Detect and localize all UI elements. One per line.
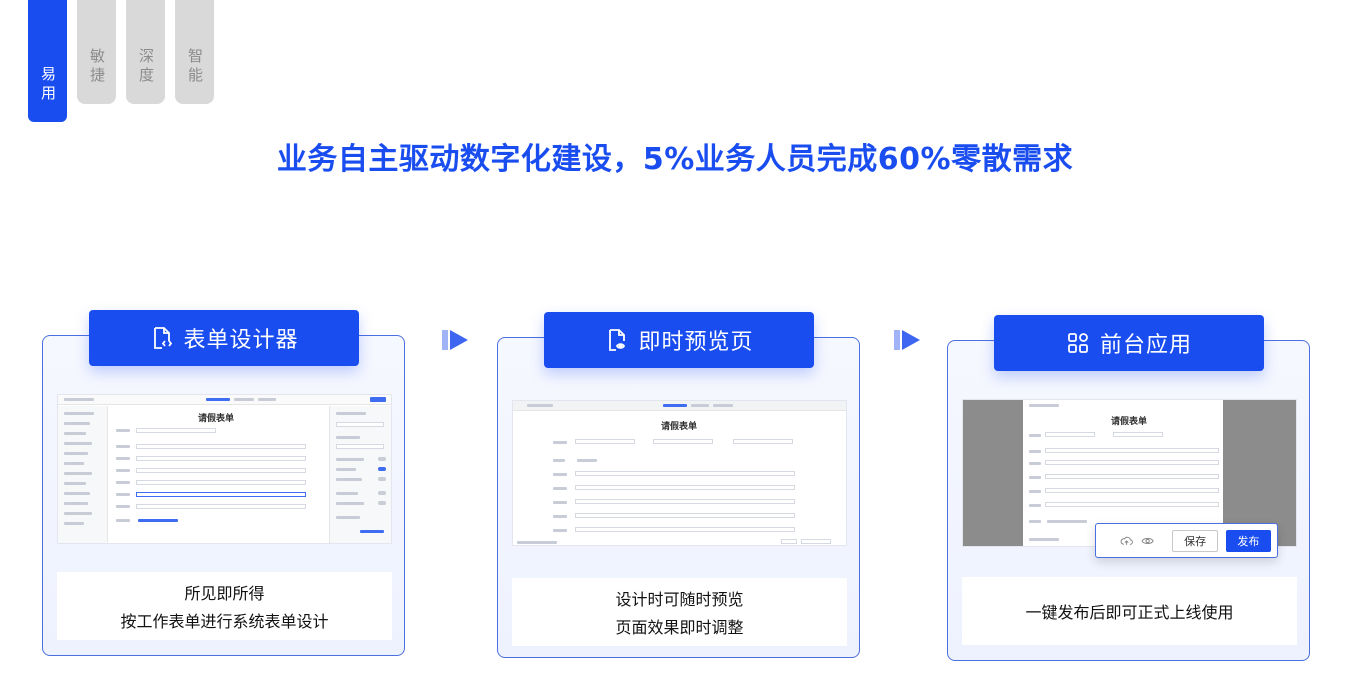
tab-label: 智能 bbox=[186, 48, 204, 86]
mini-topbar bbox=[513, 401, 846, 411]
form-preview-icon bbox=[609, 329, 626, 351]
mini-topbar bbox=[58, 395, 391, 405]
feature-tabs: 易用 敏捷 深度 智能 bbox=[28, 0, 214, 122]
form-designer-screenshot: 请假表单 bbox=[57, 394, 392, 544]
eye-icon[interactable] bbox=[1141, 534, 1154, 548]
desc-line: 设计时可随时预览 bbox=[615, 590, 744, 609]
form-code-icon bbox=[154, 327, 173, 349]
tab-agile[interactable]: 敏捷 bbox=[77, 0, 116, 104]
card-instant-preview: 即时预览页 请假表单 设计时可随时预览 页面效果即时调整 bbox=[497, 312, 860, 658]
grid-apps-icon bbox=[1068, 333, 1088, 353]
card-description: 所见即所得 按工作表单进行系统表单设计 bbox=[57, 572, 392, 640]
cloud-upload-icon[interactable] bbox=[1120, 534, 1133, 548]
card-description: 设计时可随时预览 页面效果即时调整 bbox=[512, 578, 847, 646]
card-header: 即时预览页 bbox=[544, 312, 814, 368]
tab-label: 易用 bbox=[39, 66, 57, 104]
mini-form-modal: 请假表单 bbox=[1023, 400, 1223, 546]
desc-line: 页面效果即时调整 bbox=[615, 618, 744, 637]
card-title: 即时预览页 bbox=[638, 330, 754, 355]
card-header: 表单设计器 bbox=[89, 310, 359, 366]
card-header: 前台应用 bbox=[994, 315, 1264, 371]
mini-form-title: 请假表单 bbox=[1111, 417, 1148, 427]
instant-preview-screenshot: 请假表单 bbox=[512, 400, 847, 546]
publish-button[interactable]: 发布 bbox=[1225, 529, 1272, 552]
desc-line: 所见即所得 bbox=[184, 584, 265, 603]
card-frontend-app: 前台应用 请假表单 一键发布后即可正式上线使用 bbox=[947, 315, 1310, 661]
mini-form-title: 请假表单 bbox=[661, 422, 698, 432]
tab-smart[interactable]: 智能 bbox=[175, 0, 214, 104]
page-headline: 业务自主驱动数字化建设，5%业务人员完成60%零散需求 bbox=[276, 142, 1074, 177]
arrow-right-icon bbox=[442, 330, 468, 350]
tab-label: 敏捷 bbox=[88, 48, 106, 86]
mini-property-panel bbox=[329, 406, 391, 543]
tab-depth[interactable]: 深度 bbox=[126, 0, 165, 104]
mini-form-title: 请假表单 bbox=[198, 414, 235, 424]
save-button[interactable]: 保存 bbox=[1172, 529, 1218, 552]
mini-component-list bbox=[58, 406, 108, 543]
arrow-right-icon bbox=[894, 330, 920, 350]
desc-line: 一键发布后即可正式上线使用 bbox=[1025, 603, 1234, 622]
card-title: 前台应用 bbox=[1099, 333, 1192, 358]
tab-easy[interactable]: 易用 bbox=[28, 0, 67, 122]
tab-label: 深度 bbox=[137, 48, 155, 86]
frontend-app-screenshot: 请假表单 bbox=[962, 399, 1297, 547]
publish-toolbar: 保存 发布 bbox=[1095, 523, 1278, 558]
desc-line: 按工作表单进行系统表单设计 bbox=[120, 612, 329, 631]
card-title: 表单设计器 bbox=[183, 328, 299, 353]
card-description: 一键发布后即可正式上线使用 bbox=[962, 577, 1297, 645]
card-form-designer: 表单设计器 请假表单 bbox=[42, 310, 405, 656]
